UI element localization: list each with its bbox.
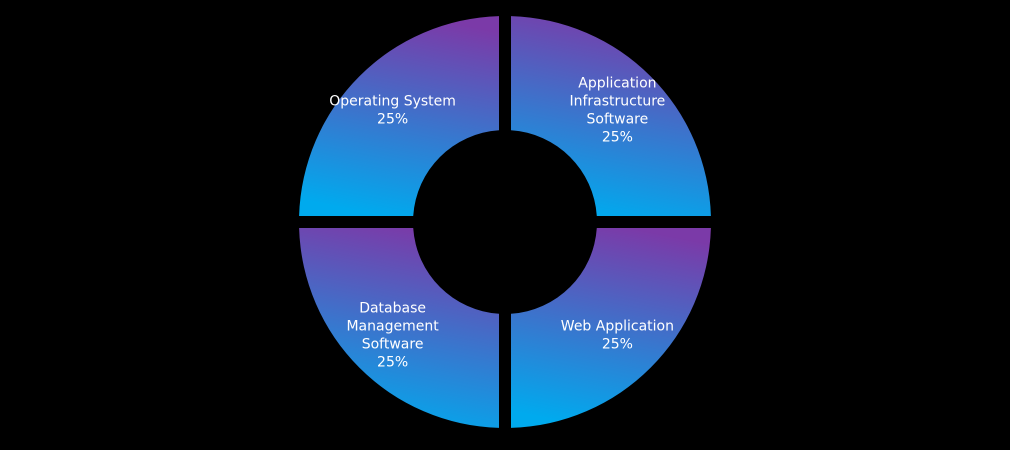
slices-layer [299,16,711,428]
slice-name-line: Web Application [561,318,674,334]
slice-name-line: Software [587,112,649,128]
slice-web-application [511,228,711,428]
slice-label: Web Application 25% [561,318,674,352]
slice-name-line: Operating System [329,94,456,110]
slice-database-management-software [299,228,499,428]
slice-label: Operating System 25% [329,94,456,128]
slice-name-line: Management [346,318,439,334]
slice-value-label: 25% [377,354,408,370]
slice-name-line: Software [362,336,424,352]
slice-name-line: Infrastructure [569,94,665,110]
slice-application-infrastructure-software [511,16,711,217]
slice-value-label: 25% [602,130,633,146]
slice-operating-system [299,16,499,217]
slice-name-line: Application [578,76,656,92]
slice-name-line: Database [359,300,426,316]
slice-value-label: 25% [377,112,408,128]
slice-value-label: 25% [602,336,633,352]
